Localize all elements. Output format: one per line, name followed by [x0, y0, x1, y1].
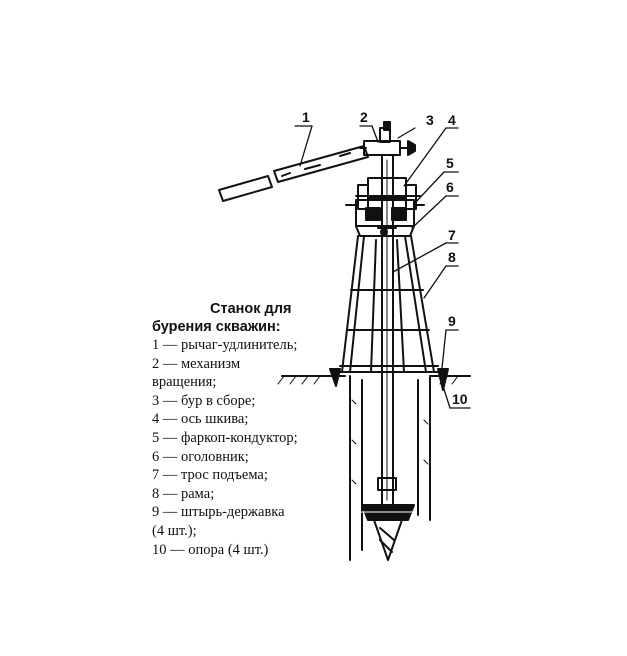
callout-5: 5 [446, 155, 454, 171]
callout-4: 4 [448, 112, 456, 128]
legend-item: 1 — рычаг-удлинитель; [152, 337, 298, 353]
caption-title-line-1: Станок для [210, 301, 292, 317]
callout-8: 8 [448, 249, 456, 265]
legend-item: 9 — штырь-державка [152, 504, 285, 521]
leader-lines [294, 125, 471, 409]
legend-item: (4 шт.); [152, 522, 197, 539]
callout-7: 7 [448, 227, 456, 243]
ground [277, 368, 471, 391]
callout-1: 1 [302, 109, 310, 125]
auger-bit [359, 477, 417, 561]
rotation-mechanism [359, 121, 416, 156]
callout-10: 10 [452, 391, 468, 407]
callout-2: 2 [360, 109, 368, 125]
callout-6: 6 [446, 179, 454, 195]
legend-item: 7 — трос подъема; [152, 467, 268, 484]
head-block [345, 199, 425, 237]
pulley-yoke [355, 177, 421, 210]
callout-9: 9 [448, 313, 456, 329]
borehole [349, 375, 431, 561]
legend-item: 5 — фаркоп-кондуктор; [152, 429, 298, 446]
diagram-caption: Станок для бурения скважин: 1 — рычаг-уд… [152, 300, 352, 559]
legend-item: 3 — бур в сборе; [152, 392, 256, 409]
legend-item: 8 — рама; [152, 485, 215, 502]
caption-title-line-2: бурения скважин: [152, 319, 281, 335]
caption-title: Станок для бурения скважин: [152, 300, 352, 336]
legend-item: 2 — механизм [152, 355, 241, 372]
frame [339, 235, 441, 373]
legend-item: вращения; [152, 374, 217, 391]
lever-extension [218, 145, 369, 202]
callout-numbers: 1 2 3 4 5 6 7 8 9 10 [302, 109, 468, 407]
legend-item: 6 — оголовник; [152, 448, 249, 465]
legend-item: 10 — опора (4 шт.) [152, 541, 269, 558]
legend-item: 4 — ось шкива; [152, 411, 249, 428]
callout-3: 3 [426, 112, 434, 128]
